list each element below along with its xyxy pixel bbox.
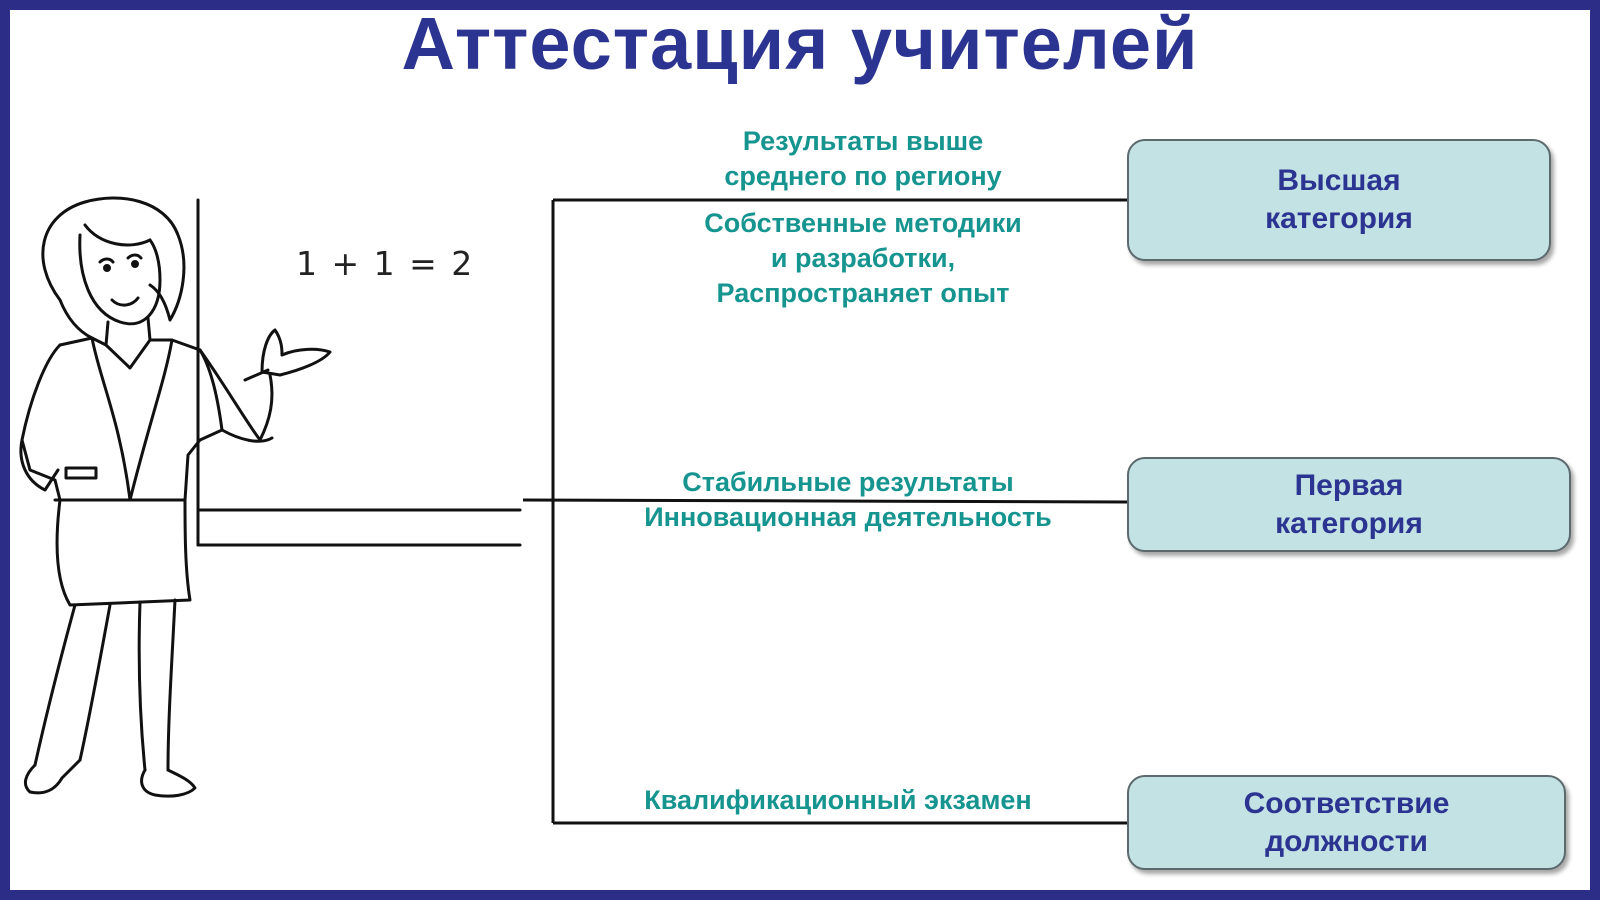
connector-line-first (522, 498, 1128, 504)
category-box-highest: Высшая категория (1127, 139, 1551, 261)
category-box-compliance: Соответствие должности (1127, 775, 1566, 870)
category-label: категория (1265, 202, 1413, 235)
teacher-figure-icon (19, 196, 522, 798)
slide-title: Аттестация учителей (401, 2, 1199, 85)
criteria-text-line: Распространяет опыт (716, 278, 1010, 308)
category-label: Первая (1294, 468, 1404, 502)
criteria-text-line: и разработки, (770, 243, 956, 273)
category-label: должности (1265, 824, 1428, 858)
category-label: Соответствие (1243, 786, 1450, 820)
criteria-text-line: Квалификационный экзамен (644, 785, 1032, 815)
criteria-first: Стабильные результаты Инновационная деят… (578, 465, 1118, 535)
category-label: категория (1275, 506, 1423, 540)
category-box-first: Первая категория (1127, 457, 1571, 552)
criteria-text-line: Стабильные результаты (682, 467, 1014, 497)
criteria-highest-extra: Собственные методики и разработки, Распр… (643, 206, 1083, 311)
criteria-text-line: Собственные методики (704, 208, 1022, 238)
criteria-text-line: Результаты выше (742, 126, 984, 156)
criteria-compliance: Квалификационный экзамен (578, 783, 1098, 818)
category-label: Высшая (1277, 164, 1401, 197)
criteria-text-line: среднего по региону (724, 161, 1002, 191)
board-formula: 1 + 1 = 2 (296, 244, 475, 283)
criteria-text-line: Инновационная деятельность (644, 502, 1052, 532)
criteria-highest: Результаты выше среднего по региону (663, 124, 1063, 194)
